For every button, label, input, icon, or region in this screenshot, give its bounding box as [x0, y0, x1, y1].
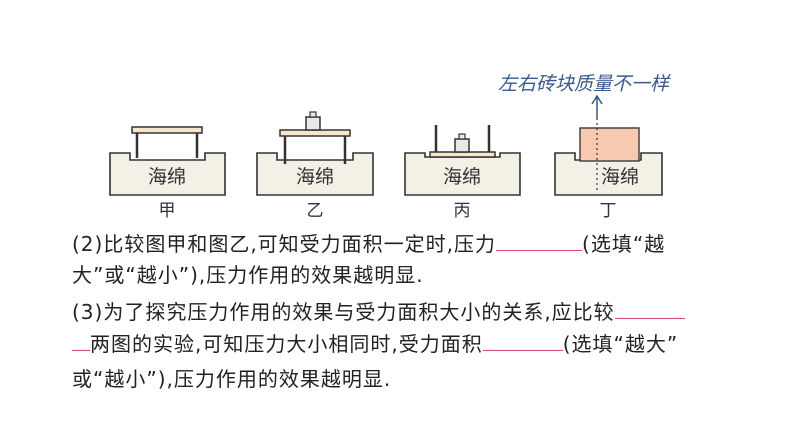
q3-answer-blank-1b[interactable] — [72, 330, 90, 351]
caption-bing: 丙 — [454, 201, 471, 221]
weight — [454, 138, 470, 153]
weight-knob — [458, 133, 466, 140]
panel-yi: 海绵 乙 — [256, 111, 374, 221]
q3-text-c: (选填“越大” — [562, 332, 679, 356]
q2-line1: (2)比较图甲和图乙,可知受力面积一定时,压力 (选填“越 — [72, 230, 665, 257]
sponge-label: 海绵 — [148, 166, 186, 188]
panel-ding: 海绵 丁 — [554, 98, 663, 221]
annotation-text: 左右砖块质量不一样 — [498, 73, 671, 95]
weight — [305, 116, 321, 131]
q3-answer-blank-1a[interactable] — [614, 298, 685, 319]
q3-answer-blank-2[interactable] — [482, 330, 563, 351]
caption-ding: 丁 — [600, 201, 617, 221]
caption-yi: 乙 — [307, 201, 324, 221]
arrow-head-icon — [591, 94, 603, 105]
q3-text-d: 或“越小”),压力作用的效果越明显. — [72, 367, 392, 391]
brick — [579, 127, 640, 162]
q2-line2: 大”或“越小”),压力作用的效果越明显. — [72, 262, 424, 288]
sponge-label: 海绵 — [443, 166, 481, 188]
q3-line2: 两图的实验,可知压力大小相同时,受力面积 (选填“越大” — [72, 330, 678, 357]
sponge-label: 海绵 — [601, 166, 639, 188]
experiment-figure: 海绵 甲 海绵 乙 海绵 丙 海绵 丁 左右砖块质量不一样 — [109, 73, 671, 221]
sponge-label: 海绵 — [296, 166, 334, 188]
small-table — [131, 126, 203, 134]
q3-line1: (3)为了探究压力作用的效果与受力面积大小的关系,应比较 — [72, 298, 685, 325]
q3-line3: 或“越小”),压力作用的效果越明显. — [72, 366, 391, 392]
q3-text-a: (3)为了探究压力作用的效果与受力面积大小的关系,应比较 — [72, 300, 615, 324]
small-table — [279, 129, 351, 137]
q2-text-b: (选填“越 — [582, 232, 666, 256]
q2-text-c: 大”或“越小”),压力作用的效果越明显. — [72, 263, 424, 287]
sponge — [109, 152, 226, 196]
weight-knob — [309, 111, 317, 118]
sponge — [404, 152, 521, 196]
sponge — [554, 152, 663, 196]
panel-bing: 海绵 丙 — [404, 125, 521, 221]
q2-answer-blank-1[interactable] — [496, 230, 583, 251]
panel-jia: 海绵 甲 — [109, 126, 226, 221]
q3-text-b: 两图的实验,可知压力大小相同时,受力面积 — [90, 332, 483, 356]
caption-jia: 甲 — [159, 201, 176, 221]
q2-text-a: (2)比较图甲和图乙,可知受力面积一定时,压力 — [72, 232, 497, 256]
